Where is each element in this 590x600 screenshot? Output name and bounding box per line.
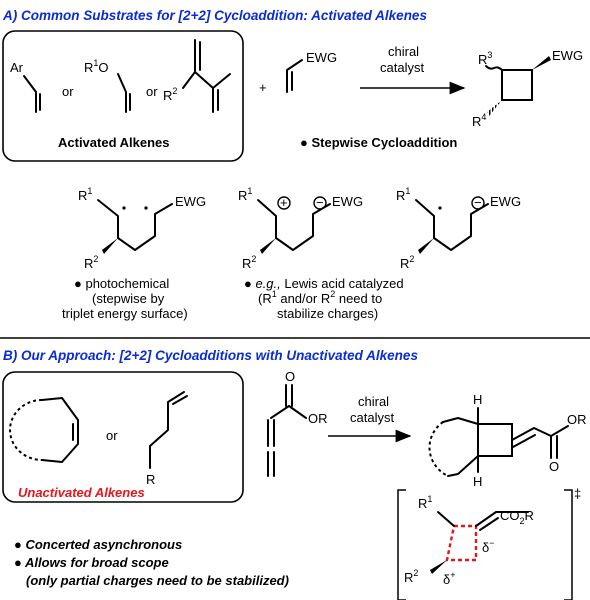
- svg-text:OR: OR: [308, 411, 328, 426]
- activated-alkenes-box: [2, 30, 244, 162]
- terminal-alkene-structure: R: [146, 391, 188, 487]
- bullet-concerted: ● Concerted asynchronous: [14, 537, 182, 552]
- unactivated-alkenes-label: Unactivated Alkenes: [18, 485, 145, 500]
- section-b-title: B) Our Approach: [2+2] Cycloadditions wi…: [3, 348, 418, 363]
- svg-text:R3: R3: [478, 50, 492, 67]
- bicyclic-product-b: H H OR O: [428, 392, 587, 489]
- section-a-title: A) Common Substrates for [2+2] Cycloaddi…: [2, 8, 427, 23]
- svg-text:R2: R2: [163, 86, 177, 103]
- intermediate-zwitterion: R1 + − EWG R2: [238, 186, 363, 271]
- svg-text:EWG: EWG: [175, 194, 206, 209]
- diene-structure: R2: [163, 39, 231, 113]
- svg-text:δ+: δ+: [443, 570, 456, 587]
- plus-charge: +: [280, 195, 288, 210]
- svg-text:R1: R1: [238, 186, 252, 203]
- plus-sign: +: [259, 80, 267, 95]
- dagger-symbol: ‡: [574, 486, 581, 501]
- svg-text:R1: R1: [418, 494, 432, 511]
- note-photochemical-2: (stepwise by: [92, 291, 165, 306]
- bullet-partial-charges: (only partial charges need to be stabili…: [26, 573, 289, 588]
- ar-label: Ar: [10, 60, 24, 75]
- minus-charge: −: [316, 195, 324, 210]
- stepwise-label: ● Stepwise Cycloaddition: [300, 135, 457, 150]
- intermediate-radical-anion: R1 − EWG R2: [396, 186, 521, 271]
- svg-text:H: H: [473, 474, 482, 489]
- allenoate-structure: O OR: [267, 369, 328, 477]
- svg-text:EWG: EWG: [490, 194, 521, 209]
- cycloalkene-structure: [9, 397, 79, 463]
- or-label-2: or: [146, 84, 158, 99]
- svg-text:R4: R4: [472, 112, 486, 129]
- note-photochemical-3: triplet energy surface): [62, 306, 188, 321]
- svg-text:R2: R2: [84, 254, 98, 271]
- svg-text:H: H: [473, 392, 482, 407]
- r-label-b: R: [146, 472, 155, 487]
- transition-state: ‡ R1 CO2R R2 δ+ δ−: [397, 486, 581, 600]
- or-label-1: or: [62, 84, 74, 99]
- ewg-label: EWG: [306, 50, 337, 65]
- catalyst-line2-a: catalyst: [380, 60, 424, 75]
- svg-text:−: −: [474, 195, 482, 210]
- acceptor-alkene-structure: EWG: [286, 50, 337, 93]
- catalyst-line1-a: chiral: [388, 44, 419, 59]
- note-lewis-acid-2: (R1 and/or R2 need to: [258, 289, 382, 306]
- svg-text:R2: R2: [404, 568, 418, 585]
- or-label-b: or: [106, 428, 118, 443]
- enol-ether-structure: R1O: [84, 58, 131, 113]
- svg-text:OR: OR: [567, 412, 587, 427]
- note-lewis-acid-3: stabilize charges): [277, 306, 378, 321]
- cyclobutane-product-a: R3 EWG R4: [472, 48, 583, 129]
- svg-text:O: O: [549, 459, 559, 474]
- r2-label: R: [163, 88, 172, 103]
- svg-text:CO2R: CO2R: [500, 508, 534, 526]
- note-lewis-acid-1: ● e.g., Lewis acid catalyzed: [244, 276, 404, 291]
- r1-label: R: [84, 60, 93, 75]
- svg-text:R2: R2: [400, 254, 414, 271]
- svg-text:EWG: EWG: [332, 194, 363, 209]
- svg-text:R1O: R1O: [84, 58, 109, 75]
- svg-text:R1: R1: [396, 186, 410, 203]
- svg-text:O: O: [285, 369, 295, 384]
- svg-text:EWG: EWG: [552, 48, 583, 63]
- styrene-structure: Ar: [10, 60, 41, 113]
- catalyst-line1-b: chiral: [358, 394, 389, 409]
- bullet-broad-scope: ● Allows for broad scope: [14, 555, 169, 570]
- intermediate-diradical: R1 EWG R2: [78, 186, 206, 271]
- unactivated-alkenes-box: [2, 371, 244, 503]
- activated-alkenes-label: Activated Alkenes: [58, 135, 170, 150]
- svg-text:R1: R1: [78, 186, 92, 203]
- svg-text:δ−: δ−: [482, 538, 495, 555]
- note-photochemical-1: ● photochemical: [74, 276, 169, 291]
- svg-text:R2: R2: [242, 254, 256, 271]
- catalyst-line2-b: catalyst: [350, 410, 394, 425]
